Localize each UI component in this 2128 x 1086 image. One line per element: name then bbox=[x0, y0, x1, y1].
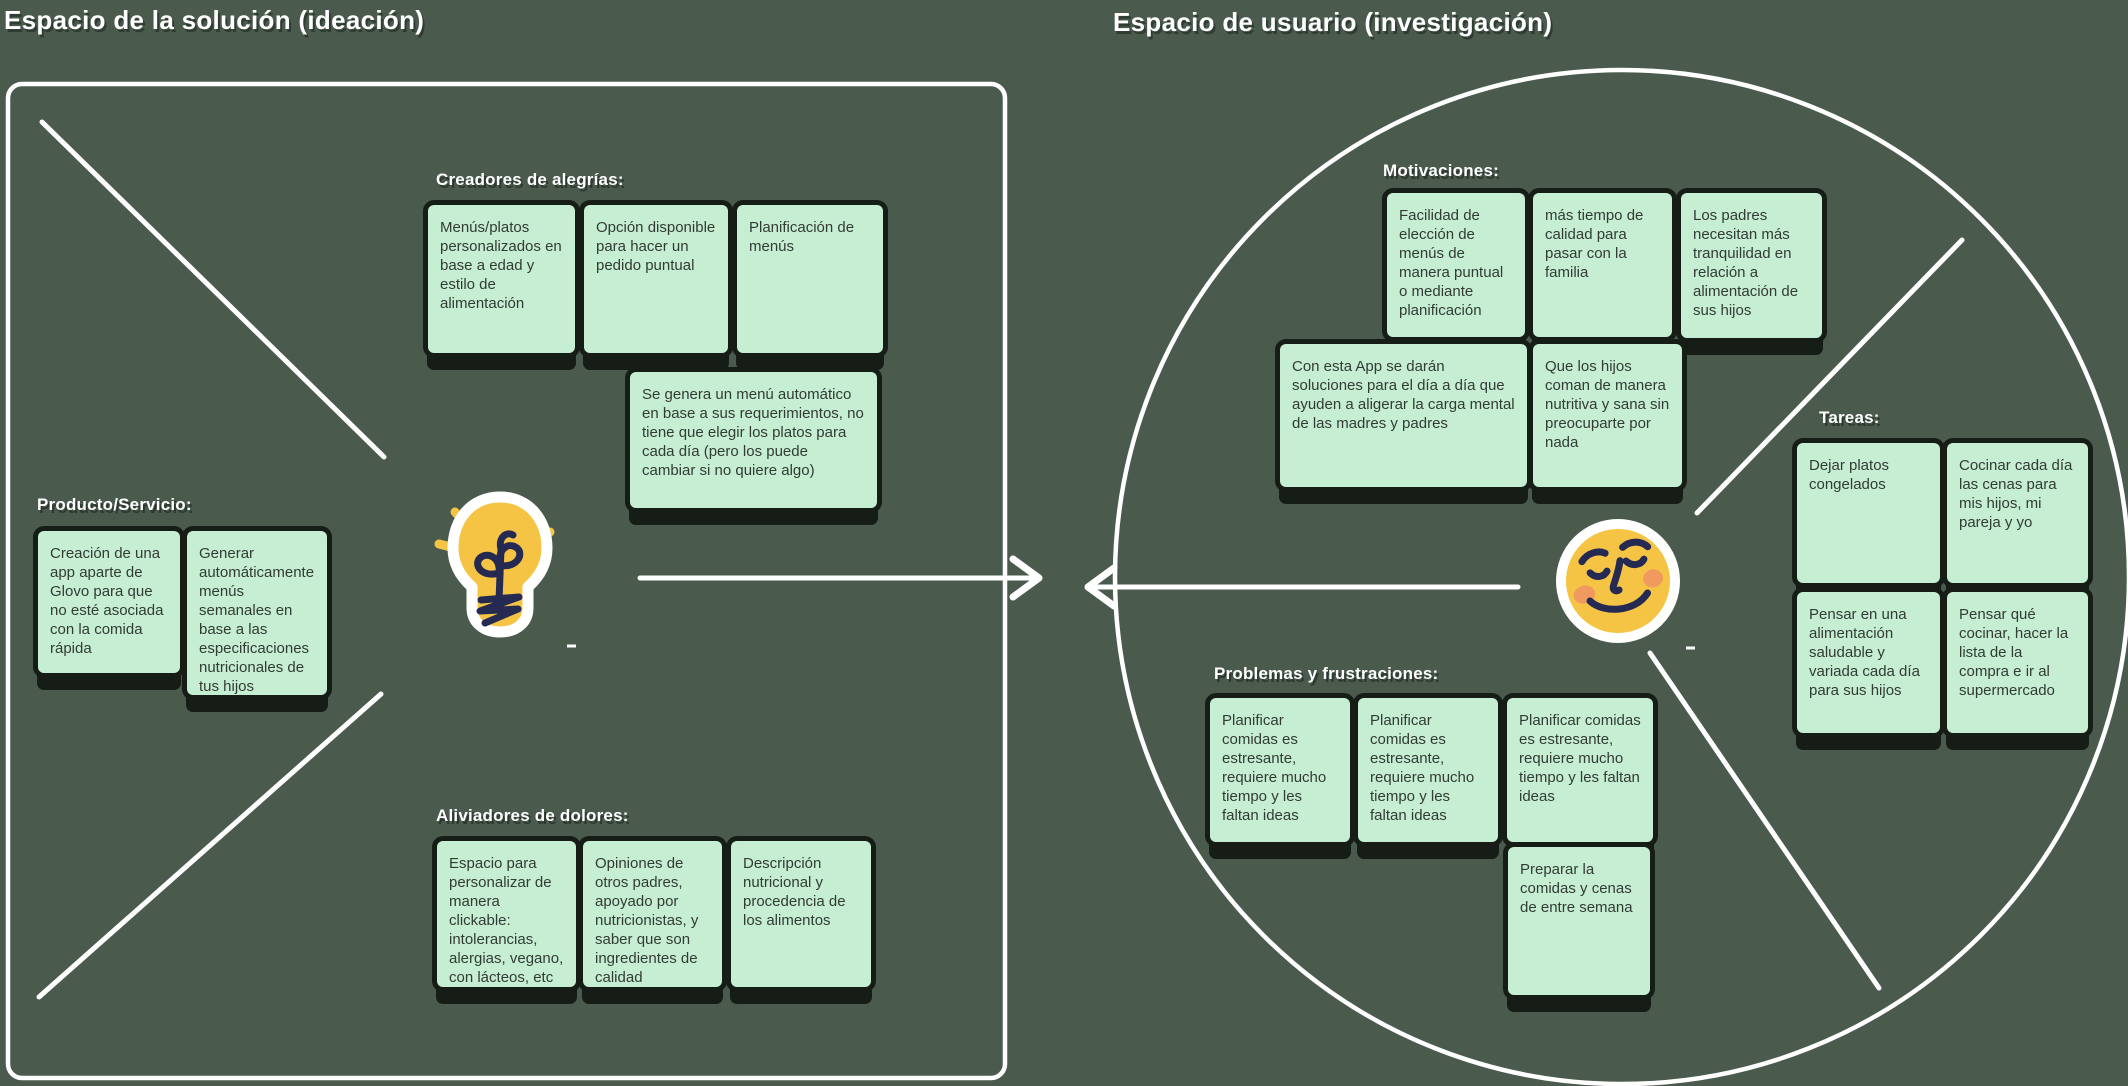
sticky-note[interactable]: Opiniones de otros padres, apoyado por n… bbox=[583, 841, 722, 987]
sticky-note[interactable]: Se genera un menú automático en base a s… bbox=[630, 372, 877, 508]
board-title-solution-space: Espacio de la solución (ideación) bbox=[4, 5, 425, 35]
board-title-user-space: Espacio de usuario (investigación) bbox=[1113, 7, 1553, 37]
section-label-pain-relievers: Aliviadores de dolores: bbox=[436, 806, 629, 825]
sticky-note[interactable]: Menús/platos personalizados en base a ed… bbox=[428, 205, 575, 353]
section-label-joy-creators: Creadores de alegrías: bbox=[436, 170, 624, 189]
sticky-note[interactable]: Opción disponible para hacer un pedido p… bbox=[584, 205, 728, 353]
sticky-note[interactable]: Pensar qué cocinar, hacer la lista de la… bbox=[1947, 592, 2088, 733]
sticky-note[interactable]: Creación de una app aparte de Glovo para… bbox=[38, 531, 180, 673]
sticky-note[interactable]: Planificación de menús bbox=[737, 205, 883, 353]
smiley-face-doodle-icon[interactable] bbox=[1550, 512, 1686, 648]
sticky-note[interactable]: más tiempo de calidad para pasar con la … bbox=[1533, 193, 1672, 337]
sticky-note[interactable]: Cocinar cada día las cenas para mis hijo… bbox=[1947, 443, 2088, 583]
sticky-note[interactable]: Con esta App se darán soluciones para el… bbox=[1280, 344, 1527, 487]
diagonal-line-top-left bbox=[39, 119, 387, 460]
lightbulb-doodle-icon[interactable] bbox=[424, 481, 576, 649]
sticky-note[interactable]: Planificar comidas es estresante, requie… bbox=[1210, 698, 1350, 842]
sticky-note[interactable]: Los padres necesitan más tranquilidad en… bbox=[1681, 193, 1822, 338]
sticky-note[interactable]: Espacio para personalizar de manera clic… bbox=[437, 841, 576, 987]
sticky-note[interactable]: Pensar en una alimentación saludable y v… bbox=[1797, 592, 1940, 733]
sticky-note[interactable]: Descripción nutricional y procedencia de… bbox=[731, 841, 871, 987]
section-label-tasks: Tareas: bbox=[1819, 408, 1880, 427]
sticky-note[interactable]: Que los hijos coman de manera nutritiva … bbox=[1533, 344, 1682, 487]
sticky-note[interactable]: Planificar comidas es estresante, requie… bbox=[1358, 698, 1498, 842]
section-label-motivations: Motivaciones: bbox=[1383, 161, 1499, 180]
sticky-note[interactable]: Generar automáticamente menús semanales … bbox=[187, 531, 327, 695]
sticky-note[interactable]: Dejar platos congelados bbox=[1797, 443, 1940, 583]
arrow-user-to-solution bbox=[1084, 564, 1521, 610]
arrow-solution-to-user bbox=[637, 555, 1043, 601]
diagonal-line-bottom-left bbox=[36, 691, 384, 1000]
section-label-product-service: Producto/Servicio: bbox=[37, 495, 192, 514]
sticky-note[interactable]: Facilidad de elección de menús de manera… bbox=[1387, 193, 1525, 337]
section-label-problems: Problemas y frustraciones: bbox=[1214, 664, 1439, 683]
sticky-note[interactable]: Preparar la comidas y cenas de entre sem… bbox=[1508, 847, 1650, 995]
sticky-note[interactable]: Planificar comidas es estresante, requie… bbox=[1507, 698, 1653, 842]
